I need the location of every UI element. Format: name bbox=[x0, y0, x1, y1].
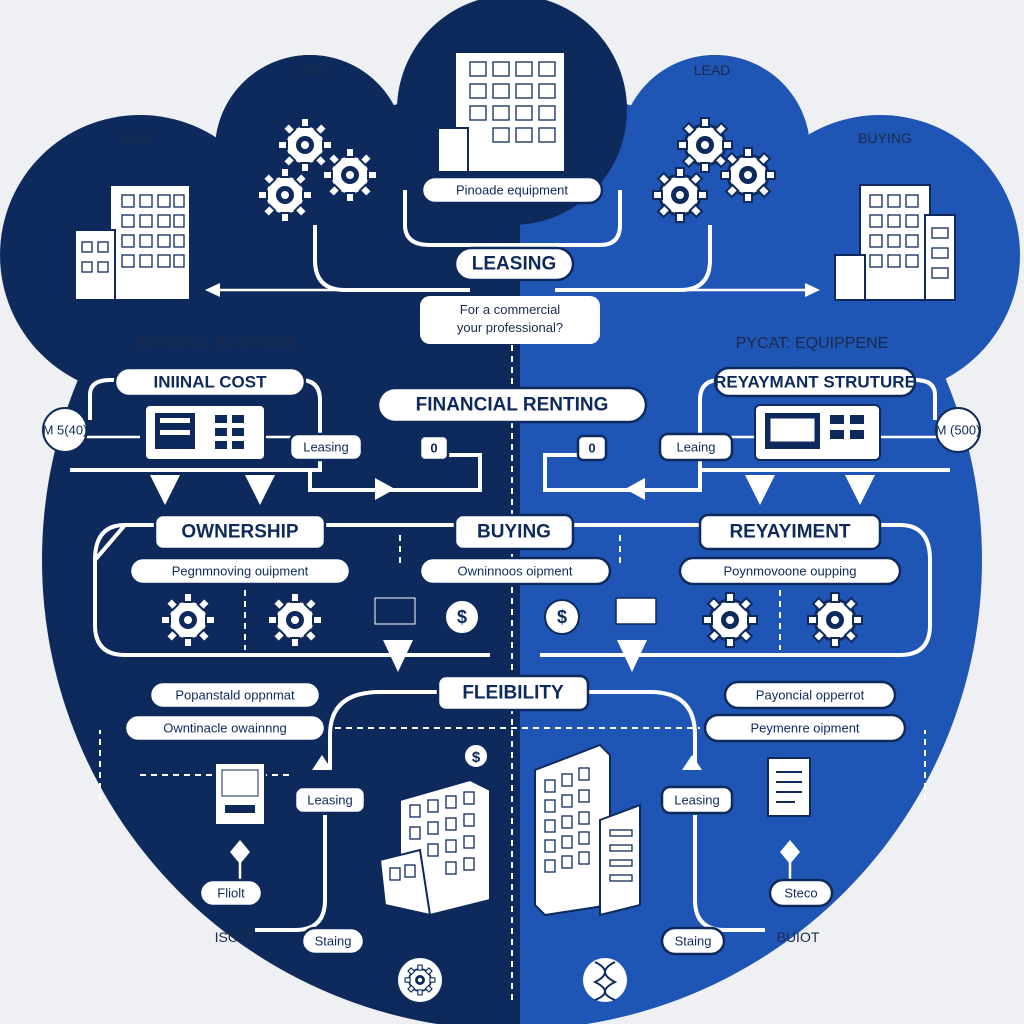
corner-label-upper-right: BUYING bbox=[858, 130, 912, 146]
svg-text:BUYING: BUYING bbox=[477, 522, 551, 543]
building-icon-upper-left bbox=[74, 184, 191, 301]
dna-icon-bottom bbox=[583, 958, 627, 1002]
flow-outer-loop bbox=[93, 523, 932, 657]
section-title-right: PYCAT: EQUIPPENE bbox=[736, 335, 889, 352]
svg-text:Leaing: Leaing bbox=[676, 440, 715, 455]
svg-text:Owntinacle owainnng: Owntinacle owainnng bbox=[163, 721, 287, 736]
diamond-icon-left bbox=[230, 840, 250, 864]
pill-buying-sub[interactable]: Owninnoos oipment bbox=[418, 556, 612, 586]
pill-bottom-right[interactable]: Steco bbox=[768, 878, 834, 908]
svg-text:Leasing: Leasing bbox=[307, 793, 353, 808]
svg-text:Leasing: Leasing bbox=[303, 440, 349, 455]
svg-text:Poynmovoone oupping: Poynmovoone oupping bbox=[724, 564, 857, 579]
section-title-left: INTANALL EUSTMICE bbox=[137, 335, 299, 352]
svg-text:Leasing: Leasing bbox=[674, 793, 720, 808]
top-subtitle: For a commercial your professional? bbox=[420, 296, 600, 344]
svg-text:Steco: Steco bbox=[784, 886, 817, 901]
equipment-panel-left bbox=[144, 404, 266, 461]
flow-right-mid bbox=[543, 453, 702, 492]
dollar-icon-left: $ bbox=[444, 599, 480, 635]
pill-leasing-lower-right[interactable]: Leasing bbox=[660, 785, 734, 815]
pill-staring-left[interactable]: Staing bbox=[300, 926, 366, 956]
pill-leasing-right[interactable]: Leaing bbox=[658, 432, 734, 462]
svg-text:OWNERSHIP: OWNERSHIP bbox=[181, 522, 299, 543]
pill-left-lower-2[interactable]: Owntinacle owainnng bbox=[123, 713, 327, 743]
flow-flexibility bbox=[328, 690, 697, 770]
svg-text:Staing: Staing bbox=[675, 934, 712, 949]
price-badge-right: M (500) bbox=[935, 407, 981, 453]
building-icon-bottom-left: $ bbox=[378, 743, 491, 917]
pill-bottom-left[interactable]: Fliolt bbox=[198, 878, 264, 908]
svg-text:REYAYIMENT: REYAYIMENT bbox=[729, 522, 850, 543]
corner-label-upper-left: EAN bbox=[124, 130, 153, 146]
monitor-panel-right bbox=[754, 404, 881, 461]
svg-text:$: $ bbox=[472, 749, 481, 766]
svg-text:FLEIBILITY: FLEIBILITY bbox=[462, 683, 564, 704]
svg-text:Payoncial opperrot: Payoncial opperrot bbox=[756, 688, 865, 703]
flow-bottom-right bbox=[693, 815, 765, 932]
building-icon-bottom-right bbox=[534, 743, 641, 917]
document-icon-right bbox=[767, 757, 811, 817]
pill-leasing-main[interactable]: LEASING bbox=[453, 246, 575, 282]
svg-text:Peymenre oipment: Peymenre oipment bbox=[750, 721, 859, 736]
pill-right-lower-1[interactable]: Payoncial opperrot bbox=[723, 680, 897, 710]
document-icon-center bbox=[374, 597, 657, 625]
pill-leasing-left[interactable]: Leasing bbox=[288, 432, 364, 462]
svg-text:Owninnoos oipment: Owninnoos oipment bbox=[458, 564, 573, 579]
corner-label-bottom-left: ISOTN bbox=[215, 929, 258, 945]
svg-text:Pegnmnoving ouipment: Pegnmnoving ouipment bbox=[172, 564, 309, 579]
calculator-icon-left bbox=[214, 762, 266, 826]
dollar-icon-right: $ bbox=[544, 599, 580, 635]
svg-text:$: $ bbox=[557, 607, 567, 627]
flow-outer-left bbox=[93, 523, 490, 657]
heading-buying[interactable]: BUYING bbox=[453, 513, 575, 551]
svg-text:0: 0 bbox=[588, 441, 595, 456]
svg-text:Fliolt: Fliolt bbox=[217, 886, 245, 901]
svg-text:Popanstald oppnmat: Popanstald oppnmat bbox=[175, 688, 295, 703]
svg-text:INIINAL COST: INIINAL COST bbox=[153, 373, 267, 392]
pill-left-lower-1[interactable]: Popanstald oppnmat bbox=[148, 680, 322, 710]
svg-text:M (500): M (500) bbox=[936, 423, 981, 438]
corner-label-top-right: LEAD bbox=[694, 62, 731, 78]
arrow-heads bbox=[150, 475, 875, 770]
diamond-icon-right bbox=[780, 840, 800, 864]
svg-text:FINANCIAL RENTING: FINANCIAL RENTING bbox=[416, 395, 609, 416]
svg-text:Staing: Staing bbox=[315, 934, 352, 949]
svg-text:M 5(40): M 5(40) bbox=[43, 423, 88, 438]
heading-repayment[interactable]: REYAYIMENT bbox=[698, 513, 882, 551]
heading-ownership[interactable]: OWNERSHIP bbox=[153, 513, 327, 551]
building-icon-top bbox=[437, 51, 566, 173]
svg-text:your professional?: your professional? bbox=[457, 320, 563, 335]
pill-financial-renting[interactable]: FINANCIAL RENTING bbox=[376, 386, 648, 424]
pill-initial-cost[interactable]: INIINAL COST bbox=[113, 366, 307, 398]
flow-bottom-left bbox=[255, 815, 327, 932]
small-box-right: 0 bbox=[576, 434, 608, 462]
price-badge-left: M 5(40) bbox=[42, 407, 88, 453]
svg-text:$: $ bbox=[457, 607, 467, 627]
small-box-left: 0 bbox=[418, 434, 450, 462]
flow-top-center bbox=[403, 190, 622, 247]
pill-ownership-sub[interactable]: Pegnmnoving ouipment bbox=[128, 556, 352, 586]
svg-text:REYAYMANT STRUTURE: REYAYMANT STRUTURE bbox=[714, 373, 916, 392]
flow-left-mid bbox=[70, 453, 482, 492]
pill-staring-right[interactable]: Staing bbox=[660, 926, 726, 956]
pill-leasing-lower-left[interactable]: Leasing bbox=[293, 785, 367, 815]
svg-text:0: 0 bbox=[430, 441, 437, 456]
pill-repayment-sub[interactable]: Poynmovoone oupping bbox=[678, 556, 902, 586]
gear-icon-bottom bbox=[398, 958, 442, 1002]
pill-right-lower-2[interactable]: Peymenre oipment bbox=[703, 713, 907, 743]
corner-label-bottom-right: BUIOT bbox=[777, 929, 820, 945]
corner-label-top-left: LEAT bbox=[295, 62, 329, 78]
pill-flexibility[interactable]: FLEIBILITY bbox=[436, 674, 590, 712]
pill-repayment-structure[interactable]: REYAYMANT STRUTURE bbox=[713, 366, 917, 398]
building-icon-upper-right bbox=[834, 184, 956, 301]
pill-top-center: Pinoade equipment bbox=[420, 175, 604, 205]
svg-text:LEASING: LEASING bbox=[472, 254, 556, 275]
svg-text:Pinoade equipment: Pinoade equipment bbox=[456, 183, 568, 198]
svg-text:For a commercial: For a commercial bbox=[460, 302, 561, 317]
